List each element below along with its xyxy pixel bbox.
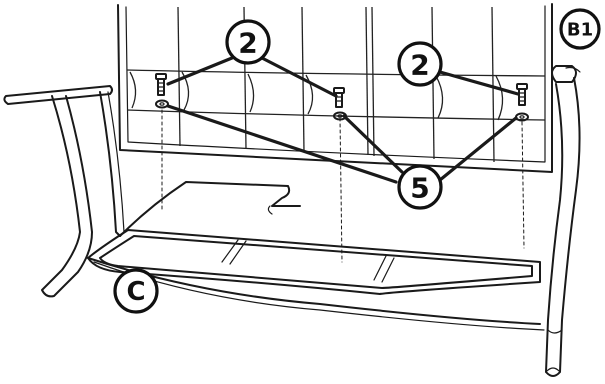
backrest-frame — [117, 3, 553, 173]
callout-2-left-label: 2 — [238, 27, 257, 60]
seat-frame — [87, 181, 545, 331]
bolt-middle — [333, 87, 345, 108]
backrest-panel — [117, 3, 553, 173]
alignment-guides — [161, 109, 525, 263]
callout-2-right-label: 2 — [410, 49, 429, 82]
callout-b1-label: B1 — [567, 20, 593, 41]
callout-b1: B1 — [559, 8, 601, 50]
callout-2-right: 2 — [397, 41, 443, 87]
leader-lines — [166, 56, 520, 184]
backrest-inner-frame — [125, 5, 546, 163]
cross-support-left — [221, 239, 239, 263]
callout-c-label: C — [126, 277, 145, 307]
callout-2-left: 2 — [225, 19, 271, 65]
callout-5: 5 — [397, 164, 443, 210]
cross-support-right — [373, 255, 387, 281]
bolt-right — [516, 83, 528, 106]
seat-frame-left-arm — [3, 85, 125, 298]
washer-left — [155, 99, 169, 109]
callout-5-label: 5 — [410, 172, 429, 205]
backrest-side-post — [545, 65, 581, 377]
bolt-left — [155, 73, 167, 96]
callout-c: C — [113, 268, 159, 314]
